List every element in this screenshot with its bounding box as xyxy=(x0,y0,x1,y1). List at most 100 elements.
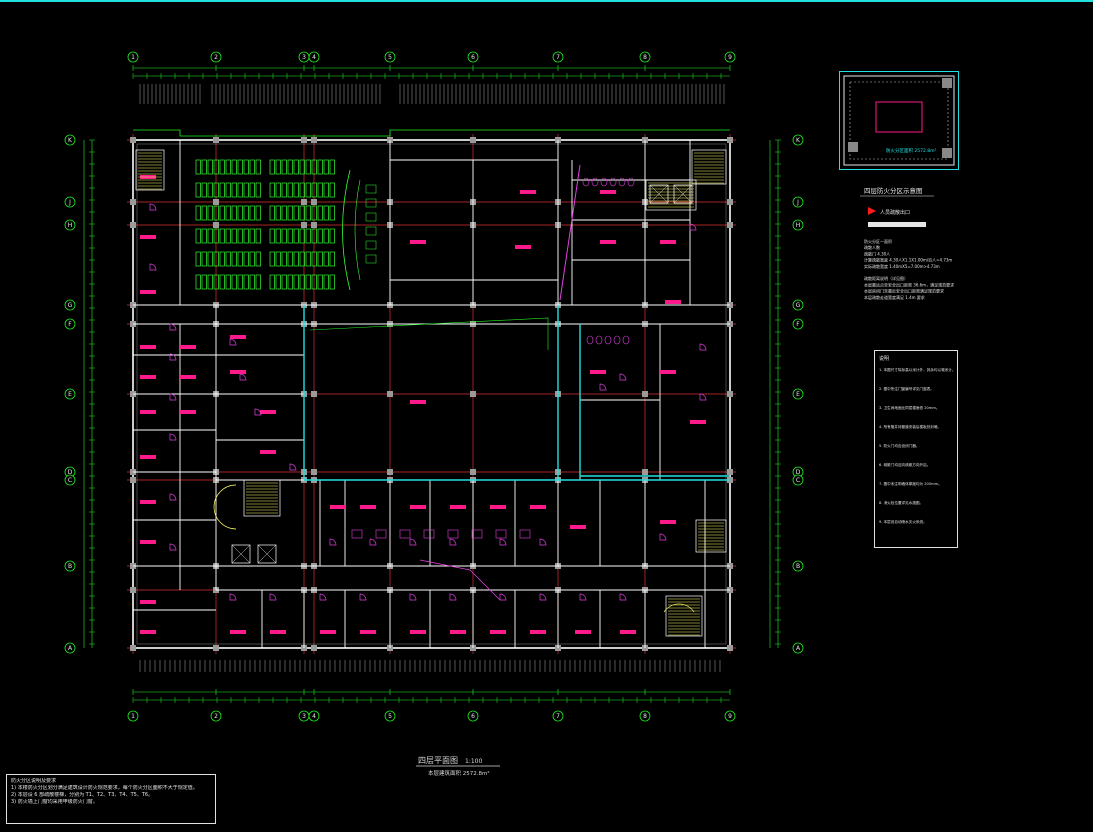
door-swing xyxy=(539,538,547,546)
note-line: 6. 疏散门均应向疏散方向开启。 xyxy=(879,462,930,467)
room-label xyxy=(360,630,376,634)
auditorium-seat xyxy=(275,182,281,198)
auditorium-seat xyxy=(287,182,293,198)
axis-bubble xyxy=(308,51,320,63)
axis-label: 6 xyxy=(471,54,475,61)
auditorium-seat xyxy=(219,274,225,290)
axis-bubble xyxy=(467,51,479,63)
axis-bubble xyxy=(210,710,222,722)
axis-label: 1 xyxy=(131,713,135,720)
axis-bubble xyxy=(467,710,479,722)
structural-column xyxy=(642,391,648,397)
rooms xyxy=(140,164,707,634)
auditorium-seat xyxy=(201,182,207,198)
axis-bubble xyxy=(792,196,804,208)
auditorium-seat xyxy=(201,205,207,221)
toilet-fixture xyxy=(586,335,594,345)
auditorium-seat xyxy=(305,182,311,198)
auditorium-seat xyxy=(231,228,237,244)
fire-compartment-lines xyxy=(133,129,730,481)
auditorium-seat xyxy=(249,274,255,290)
note-line: 3. 卫生间地面比同层楼面低 20mm。 xyxy=(879,405,939,410)
shaft-line xyxy=(559,164,581,301)
auditorium-seat xyxy=(329,159,335,175)
stage-edge xyxy=(342,169,351,291)
structural-column xyxy=(727,222,733,228)
auditorium-seat xyxy=(281,228,287,244)
structural-column xyxy=(470,391,476,397)
elevator-shaft xyxy=(649,184,669,204)
axis-bubble xyxy=(552,710,564,722)
stair-enclosure xyxy=(665,595,703,637)
auditorium-seat xyxy=(305,159,311,175)
axis-label: B xyxy=(796,563,800,570)
stair-curve xyxy=(213,484,237,530)
stair-enclosure xyxy=(691,149,727,185)
auditorium-seat xyxy=(317,159,323,175)
auditorium-seat xyxy=(323,228,329,244)
room-label xyxy=(360,505,376,509)
structural-column xyxy=(213,199,219,205)
door-swing xyxy=(699,393,707,401)
axis-bubble xyxy=(792,299,804,311)
room-label xyxy=(260,410,276,414)
axis-label: J xyxy=(68,199,71,206)
auditorium-seat xyxy=(317,274,323,290)
auditorium-seat xyxy=(317,205,323,221)
axis-bubble xyxy=(792,219,804,231)
note-line: 5. 防火门均应设闭门器。 xyxy=(879,443,920,448)
room-label xyxy=(140,600,156,604)
toilet-fixture xyxy=(600,177,608,187)
auditorium-seat xyxy=(293,228,299,244)
structural-column xyxy=(311,645,317,651)
axis-label: D xyxy=(68,469,73,476)
auditorium-seat xyxy=(195,274,201,290)
bottom-note-line: 2) 本层设 6 部疏散楼梯，分别为 T1、T2、T3、T4、T5、T6。 xyxy=(11,792,154,798)
auditorium-seat xyxy=(323,205,329,221)
stair-enclosure xyxy=(243,479,281,517)
note-line: 8. 消火栓位置详见水施图。 xyxy=(879,500,923,505)
auditorium-seat xyxy=(237,228,243,244)
auditorium-seat xyxy=(225,251,231,267)
bottom-note-heading: 防火分区说明及要求 xyxy=(11,778,57,784)
structural-column xyxy=(311,199,317,205)
door-swing xyxy=(169,323,177,331)
auditorium-seat xyxy=(293,159,299,175)
room-label xyxy=(140,410,156,414)
axis-bubble xyxy=(792,560,804,572)
room-label xyxy=(490,505,506,509)
axis-bubble xyxy=(64,388,76,400)
structural-column xyxy=(213,645,219,651)
toilet-fixture xyxy=(622,335,630,345)
axis-label: C xyxy=(796,477,800,484)
axis-bubble xyxy=(64,642,76,654)
toilet-fixture xyxy=(604,335,612,345)
stage-seat xyxy=(365,184,377,194)
door-swing xyxy=(409,538,417,546)
elevator-shaft xyxy=(673,184,693,204)
axis-label: 5 xyxy=(388,54,392,61)
structural-column xyxy=(387,391,393,397)
door-swing xyxy=(149,263,157,271)
axis-bubble xyxy=(64,134,76,146)
elevator-cross xyxy=(231,544,251,564)
door-swing xyxy=(619,373,627,381)
auditorium-seat xyxy=(249,251,255,267)
toilet-fixture xyxy=(613,335,621,345)
auditorium-seat xyxy=(275,251,281,267)
washbasin xyxy=(519,529,531,539)
auditorium-seat xyxy=(201,159,207,175)
auditorium-seat xyxy=(207,182,213,198)
door-swing xyxy=(269,593,277,601)
axis-label: 8 xyxy=(643,54,647,61)
axis-bubble xyxy=(384,710,396,722)
stage-seat xyxy=(365,198,377,208)
structural-column xyxy=(130,222,136,228)
structural-column xyxy=(130,645,136,651)
axis-bubble xyxy=(552,51,564,63)
general-notes-panel: 说明 1. 本图尺寸除标高以米计外，其余均以毫米计。2. 图中所注门窗编号详见门… xyxy=(874,350,958,548)
room-label xyxy=(320,630,336,634)
structural-column xyxy=(727,645,733,651)
auditorium-seat xyxy=(299,205,305,221)
auditorium-seat xyxy=(231,274,237,290)
